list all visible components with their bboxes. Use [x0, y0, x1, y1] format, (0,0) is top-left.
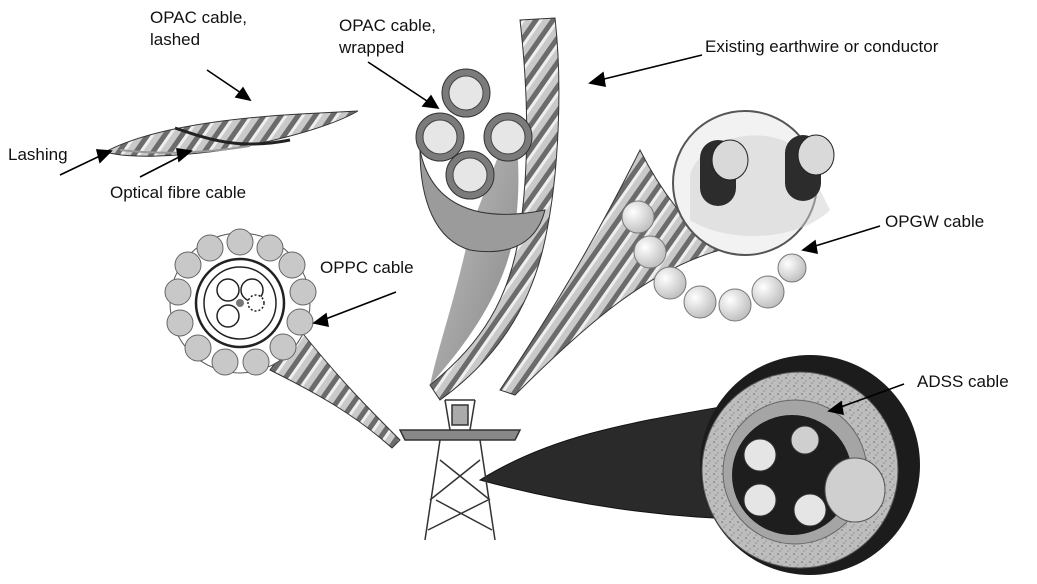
- label-optical-fibre: Optical fibre cable: [110, 183, 246, 203]
- label-opac-lashed-line1: OPAC cable,: [150, 8, 247, 28]
- label-opac-lashed-line2: lashed: [150, 30, 200, 50]
- label-adss: ADSS cable: [917, 372, 1009, 392]
- opac-lashed-cable: [105, 111, 358, 156]
- adss-cable: [480, 355, 920, 575]
- label-existing-earthwire: Existing earthwire or conductor: [705, 37, 938, 57]
- arrow-opgw: [812, 226, 880, 247]
- arrow-opac-wrapped: [368, 62, 430, 103]
- label-opac-wrapped-line2: wrapped: [339, 38, 404, 58]
- arrow-existing-earthwire: [600, 55, 702, 80]
- label-lashing: Lashing: [8, 145, 68, 165]
- arrow-opac-lashed: [207, 70, 244, 95]
- arrow-oppc: [323, 292, 396, 320]
- label-opac-wrapped-line1: OPAC cable,: [339, 16, 436, 36]
- label-oppc: OPPC cable: [320, 258, 414, 278]
- arrow-optical-fibre: [140, 155, 183, 177]
- label-opgw: OPGW cable: [885, 212, 984, 232]
